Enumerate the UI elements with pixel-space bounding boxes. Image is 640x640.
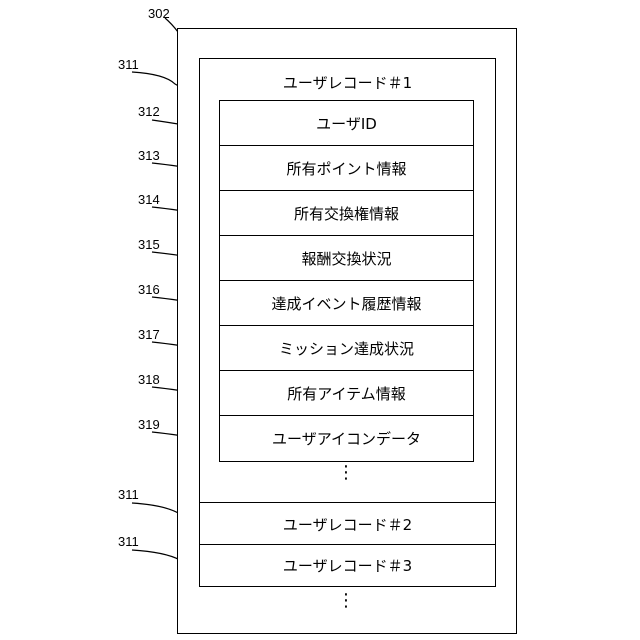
ref-312: 312 [138,104,160,119]
ref-316: 316 [138,282,160,297]
field-owned-exchange-rights: 所有交換権情報 [220,191,473,236]
field-event-history: 達成イベント履歴情報 [220,281,473,326]
ref-311-b: 311 [118,487,139,502]
ref-317: 317 [138,327,160,342]
ref-302: 302 [148,6,170,21]
user-record-3-label: ユーザレコード＃3 [283,555,412,576]
ref-314: 314 [138,192,160,207]
user-record-1-label: ユーザレコード＃1 [199,72,496,93]
field-mission-status: ミッション達成状況 [220,326,473,371]
user-record-fields: ユーザID 所有ポイント情報 所有交換権情報 報酬交換状況 達成イベント履歴情報… [219,100,474,462]
field-user-id: ユーザID [220,101,473,146]
ref-318: 318 [138,372,160,387]
field-owned-points: 所有ポイント情報 [220,146,473,191]
field-reward-exchange-status: 報酬交換状況 [220,236,473,281]
ref-311-a: 311 [118,57,139,72]
ref-319: 319 [138,417,160,432]
field-user-icon-data: ユーザアイコンデータ [220,416,473,461]
user-record-2: ユーザレコード＃2 [199,502,496,546]
user-record-3: ユーザレコード＃3 [199,544,496,587]
ref-311-c: 311 [118,534,139,549]
field-owned-items: 所有アイテム情報 [220,371,473,416]
ellipsis-records: ⋮ [336,598,356,604]
user-record-2-label: ユーザレコード＃2 [283,514,412,535]
ref-313: 313 [138,148,160,163]
ref-315: 315 [138,237,160,252]
ellipsis-fields: ⋮ [336,470,356,476]
